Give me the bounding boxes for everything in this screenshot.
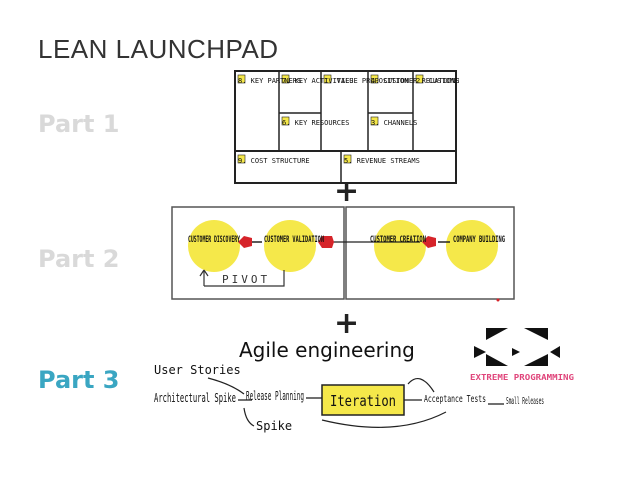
plus-sign-2: + bbox=[334, 306, 360, 341]
canvas-cell-customer-segments: 2. CUSTOMER SEGMENTS bbox=[416, 77, 459, 85]
canvas-cell-revenue-streams: 5. REVENUE STREAMS bbox=[344, 157, 420, 165]
slide-title: LEAN LAUNCHPAD bbox=[38, 34, 279, 64]
agile-engineering-label: Agile engineering bbox=[239, 338, 415, 362]
canvas-cell-key-resources: 6. KEY RESOURCES bbox=[282, 119, 349, 127]
extreme-programming-logo-text: EXTREME PROGRAMMING bbox=[470, 373, 574, 382]
part-1-label: Part 1 bbox=[38, 110, 120, 138]
xp-iteration-box: Iteration bbox=[330, 392, 396, 410]
step-company-building: COMPANY BUILDING bbox=[453, 235, 505, 245]
xp-user-stories: User Stories bbox=[154, 363, 241, 377]
business-model-canvas: 8. KEY PARTNERS 7. KEY ACTIVITIES 6. KEY… bbox=[234, 70, 459, 184]
canvas-cell-cost-structure: 9. COST STRUCTURE bbox=[238, 157, 310, 165]
plus-sign-1: + bbox=[334, 174, 360, 209]
xp-flow-diagram: User Stories Architectural Spike Release… bbox=[154, 363, 544, 433]
extreme-programming-logo: EXTREME PROGRAMMING bbox=[470, 328, 574, 382]
xp-architectural-spike: Architectural Spike bbox=[154, 391, 236, 405]
canvas-cell-key-activities: 7. KEY ACTIVITIES bbox=[282, 77, 354, 85]
canvas-cell-value-proposition: 1. VALUE PROPOSITION bbox=[324, 77, 408, 85]
canvas-cell-customer-relationships: 4. CUSTOMER RELATIONSHIPS bbox=[371, 77, 459, 85]
pivot-label: PIVOT bbox=[222, 273, 270, 286]
canvas-cell-key-partners: 8. KEY PARTNERS bbox=[238, 77, 301, 85]
part-3-label: Part 3 bbox=[38, 366, 120, 394]
customer-development-diagram: CUSTOMER DISCOVERY CUSTOMER VALIDATION C… bbox=[171, 206, 515, 302]
step-customer-validation: CUSTOMER VALIDATION bbox=[264, 235, 324, 245]
part-2-label: Part 2 bbox=[38, 245, 120, 273]
xp-small-releases: Small Releases bbox=[506, 396, 544, 407]
xp-acceptance-tests: Acceptance Tests bbox=[424, 394, 486, 405]
step-customer-discovery: CUSTOMER DISCOVERY bbox=[188, 235, 240, 245]
step-customer-creation: CUSTOMER CREATION bbox=[370, 235, 426, 245]
xp-spike: Spike bbox=[256, 419, 292, 433]
canvas-cell-channels: 3. CHANNELS bbox=[371, 119, 417, 127]
xp-release-planning: Release Planning bbox=[246, 389, 304, 403]
